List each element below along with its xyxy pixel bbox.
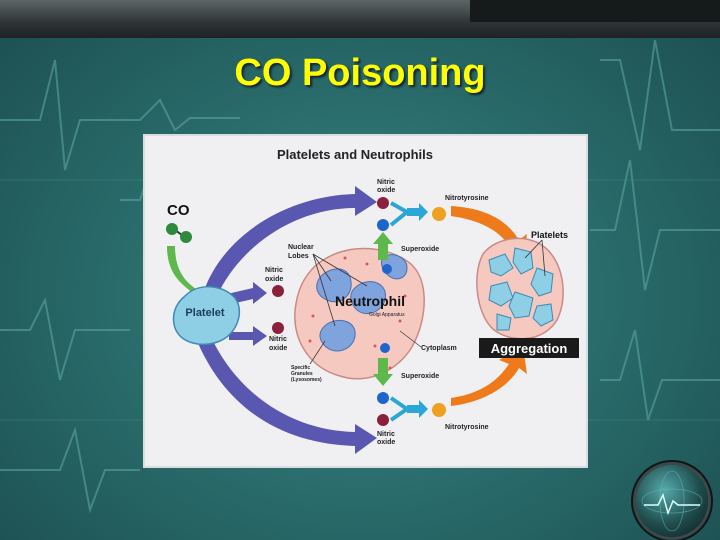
nitrotyrosine-label: Nitrotyrosine xyxy=(445,195,489,202)
diagram-heading: Platelets and Neutrophils xyxy=(277,147,433,162)
superoxide-label: Superoxide xyxy=(401,246,439,253)
svg-text:Nuclear Lobes: Nuclear Lobes xyxy=(288,244,316,260)
platelet-cell xyxy=(172,286,241,345)
nitrotyrosine-ball xyxy=(432,207,446,221)
purple-arrows xyxy=(195,186,377,454)
aggregation-label: Aggregation xyxy=(491,341,568,356)
nitric-oxide-ball xyxy=(272,322,284,334)
aggregation-box xyxy=(479,338,579,358)
granules-label: Granules xyxy=(291,371,313,377)
neutrophil-cell xyxy=(294,247,425,380)
green-arrow-up xyxy=(373,232,393,260)
svg-text:Nitric oxide: Nitric oxide xyxy=(377,431,397,446)
nitric-oxide-label: oxide xyxy=(377,439,395,446)
cyan-arrow xyxy=(407,203,428,221)
cyan-connector xyxy=(389,201,411,227)
platelets-label: Platelets xyxy=(531,230,568,240)
nitric-oxide-label: oxide xyxy=(265,276,283,283)
cyan-connector xyxy=(389,396,411,422)
nitric-oxide-ball xyxy=(377,414,389,426)
nitric-oxide-label: Nitric xyxy=(269,336,287,343)
nitric-oxide-label: oxide xyxy=(377,187,395,194)
svg-text:Nitric oxide: Nitric oxide xyxy=(265,267,285,283)
svg-text:Specific Granules: Specific Granules (Lysosomes) xyxy=(291,365,322,383)
superoxide-ball-small xyxy=(382,264,392,274)
superoxide-label: Superoxide xyxy=(401,373,439,380)
nitric-oxide-label: Nitric xyxy=(265,267,283,274)
slide-title: CO Poisoning xyxy=(234,52,486,94)
nuclear-lobes-pointers xyxy=(312,253,368,327)
nitric-oxide-label: Nitric xyxy=(377,179,395,186)
golgi-label: Golgi Apparatus xyxy=(369,312,405,318)
globe-logo xyxy=(636,465,708,537)
nitrotyrosine-ball xyxy=(432,403,446,417)
platelets-neutrophils-diagram: Platelets and Neutrophils CO Platelet xyxy=(166,147,579,454)
nitric-oxide-label: oxide xyxy=(269,345,287,352)
aggregated-platelets xyxy=(476,237,564,340)
top-bar xyxy=(0,0,720,38)
orange-arrow-bottom xyxy=(451,346,527,406)
nitric-oxide-ball xyxy=(377,197,389,209)
svg-text:Nitric oxide: Nitric oxide xyxy=(377,179,397,194)
superoxide-ball xyxy=(377,219,389,231)
platelet-label: Platelet xyxy=(185,307,224,319)
co-molecule xyxy=(166,223,192,243)
diagram-panel: Platelets and Neutrophils CO Platelet xyxy=(143,134,588,468)
nitric-oxide-ball xyxy=(272,285,284,297)
superoxide-ball-small xyxy=(380,343,390,353)
nitric-oxide-label: Nitric xyxy=(377,431,395,438)
granules-label: Specific xyxy=(291,365,310,371)
neutrophil-label: Neutrophil xyxy=(335,293,405,309)
svg-text:Nitric oxide: Nitric oxide xyxy=(269,336,289,352)
granules-label: (Lysosomes) xyxy=(291,377,322,383)
green-arrow-down xyxy=(373,358,393,386)
nuclear-lobes-label: Lobes xyxy=(288,253,309,260)
nuclear-lobes-label: Nuclear xyxy=(288,244,314,251)
cyan-arrow xyxy=(407,400,428,418)
co-label: CO xyxy=(167,202,190,219)
nitrotyrosine-label: Nitrotyrosine xyxy=(445,424,489,431)
cytoplasm-label: Cytoplasm xyxy=(421,345,457,352)
superoxide-ball xyxy=(377,392,389,404)
